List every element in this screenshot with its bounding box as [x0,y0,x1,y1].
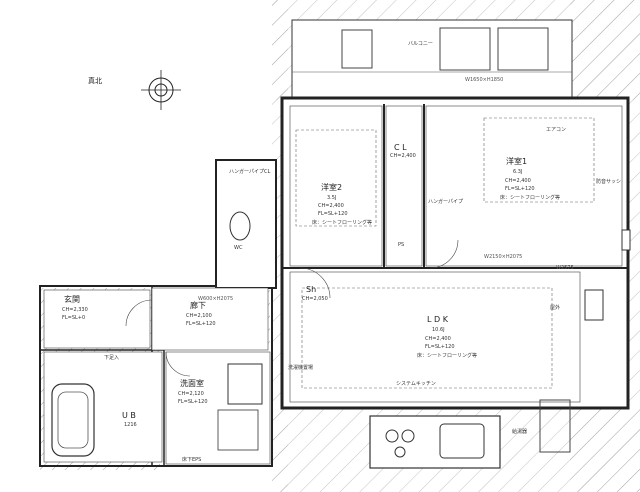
door-wash [165,351,191,377]
ldk-name: L D K [427,315,448,324]
room-cl [385,105,423,267]
bottom-note1: 床下EPS [182,457,202,463]
bathtub-inner [57,391,89,449]
washroom-name: 洗面室 [180,379,204,388]
western2-area: 3.5J [327,195,337,201]
room-bath [43,351,163,463]
western2-fl: FL=SL+120 [318,211,348,217]
kitchen-note: システムキッチン [396,381,436,387]
top-dim: W1650×H1850 [465,77,504,83]
wc-name: WC [234,245,243,251]
room-western1 [425,105,623,267]
bath-size: 1216 [124,422,137,428]
ldk-ch: CH=2,400 [425,336,451,342]
stove-burner-3 [394,446,406,458]
bottom-note2: 屋外 [550,305,561,311]
shoe-name: Sh [306,285,317,294]
window-note: 防音サッシ [596,179,622,185]
western2-name: 洋室2 [321,183,343,192]
hanger-note: ハンガーパイプ [428,199,463,205]
window-right [621,229,631,251]
western1-ch: CH=2,400 [505,178,531,184]
balcony [291,19,573,99]
util-note: 洗濯機置場 [288,365,314,371]
cl-ch: CH=2,400 [390,153,416,159]
hall-dim: W600×H2075 [198,296,234,302]
stove-burner-2 [401,429,415,443]
heater-note: 給湯器 [512,429,528,435]
hallway-name: 廊下 [190,301,206,310]
ldk-fl: FL=SL+120 [425,344,455,350]
western1-finish: 床：シートフローリング等 [500,195,561,201]
western1-fl: FL=SL+120 [505,186,535,192]
cl-name: C L [394,143,407,152]
balcony-unit-1 [341,29,373,69]
shoe-ch: CH=2,050 [302,296,328,302]
room-western2 [289,105,383,267]
western2-finish: 床：シートフローリング等 [312,220,373,226]
pipe-note: PS [398,242,405,248]
western1-name: 洋室1 [506,157,528,166]
ac-note: エアコン [546,127,567,133]
washroom-ch: CH=2,120 [178,391,204,397]
door-w1 [429,239,459,269]
room-hallway [151,287,269,351]
dash-w2 [295,129,377,227]
wall-closet-zone [215,159,277,289]
western2-ch: CH=2,400 [318,203,344,209]
balcony-unit-2 [439,27,491,71]
toilet [229,211,251,241]
wall-west [39,285,273,467]
ldk-area: 10.6J [432,327,445,333]
ldk-finish: 床：シートフローリング等 [417,353,478,359]
door-entrance [125,299,153,327]
storage-right [539,399,571,453]
washing-machine [217,409,259,451]
bath-name: U B [122,411,136,420]
door-ldk [299,267,331,299]
entrance-name: 玄関 [64,295,80,304]
washroom-fl: FL=SL+120 [178,399,208,405]
closet-name: ハンガーパイプCL [229,169,271,175]
room-entrance [43,289,151,349]
balcony-name: バルコニー [408,41,433,47]
kitchen-sink [439,423,485,459]
entrance-ch: CH=2,330 [62,307,88,313]
washbasin [227,363,263,405]
window-right-2 [584,289,604,321]
balcony-unit-3 [497,27,549,71]
dash-ldk [301,287,553,389]
hallway-fl: FL=SL+120 [186,321,216,327]
dash-w1 [483,117,595,203]
mid-dim: W2150×H2075 [484,254,523,260]
stove-burner-1 [385,429,399,443]
entrance-fl: FL=SL+0 [62,315,86,321]
western1-area: 6.3J [513,169,523,175]
right-dim: W2575 [556,265,574,271]
bathtub [51,383,95,457]
hall-storage: 下足入 [104,355,120,361]
north-label: 真北 [88,77,102,85]
room-ldk [289,271,581,403]
hallway-ch: CH=2,100 [186,313,212,319]
